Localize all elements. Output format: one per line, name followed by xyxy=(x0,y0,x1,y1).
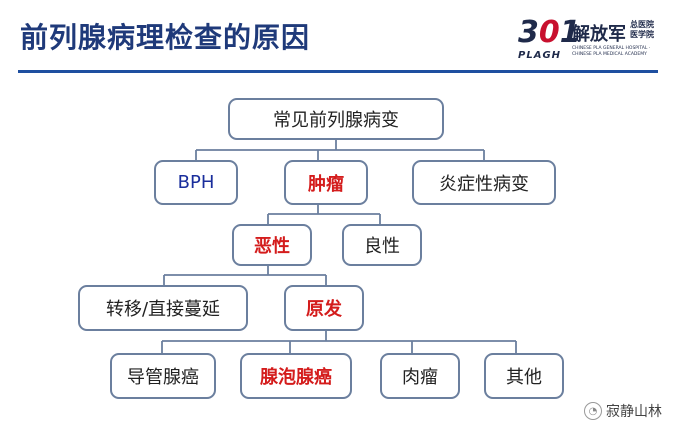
page-title: 前列腺病理检查的原因 xyxy=(20,21,311,54)
title-divider xyxy=(18,70,658,73)
logo-mark-0: 0 xyxy=(538,15,560,50)
node-acinar-adenocarcinoma: 腺泡腺癌 xyxy=(240,353,352,399)
node-primary: 原发 xyxy=(284,285,364,331)
node-other: 其他 xyxy=(484,353,564,399)
node-malignant: 恶性 xyxy=(232,224,312,266)
hospital-logo: 301 PLAGH 解放军 总医院 医学院 CHINESE PLA GENERA… xyxy=(518,18,668,64)
node-common-prostate-lesions: 常见前列腺病变 xyxy=(228,98,444,140)
node-bph: BPH xyxy=(154,160,238,205)
node-sarcoma: 肉瘤 xyxy=(380,353,460,399)
logo-subname: 总医院 医学院 xyxy=(630,20,654,39)
logo-mark-3: 3 xyxy=(518,15,539,50)
logo-name: 解放军 xyxy=(572,24,626,45)
wechat-icon: ◔ xyxy=(584,402,602,420)
connector-primary xyxy=(161,331,517,353)
node-metastasis-direct-spread: 转移/直接蔓延 xyxy=(78,285,248,331)
connector-malignant xyxy=(163,266,327,285)
logo-english: CHINESE PLA GENERAL HOSPITAL · CHINESE P… xyxy=(572,46,651,57)
node-inflammatory-lesions: 炎症性病变 xyxy=(412,160,556,205)
logo-plagh: PLAGH xyxy=(518,50,562,61)
logo-mark: 301 xyxy=(518,18,581,48)
node-benign: 良性 xyxy=(342,224,422,266)
node-tumor: 肿瘤 xyxy=(284,160,368,205)
logo-mark-1: 1 xyxy=(559,15,581,50)
watermark: ◔ 寂静山林 xyxy=(584,401,662,421)
connector-root xyxy=(195,140,485,160)
watermark-text: 寂静山林 xyxy=(606,404,662,420)
node-ductal-adenocarcinoma: 导管腺癌 xyxy=(110,353,216,399)
connector-tumor xyxy=(267,205,381,224)
